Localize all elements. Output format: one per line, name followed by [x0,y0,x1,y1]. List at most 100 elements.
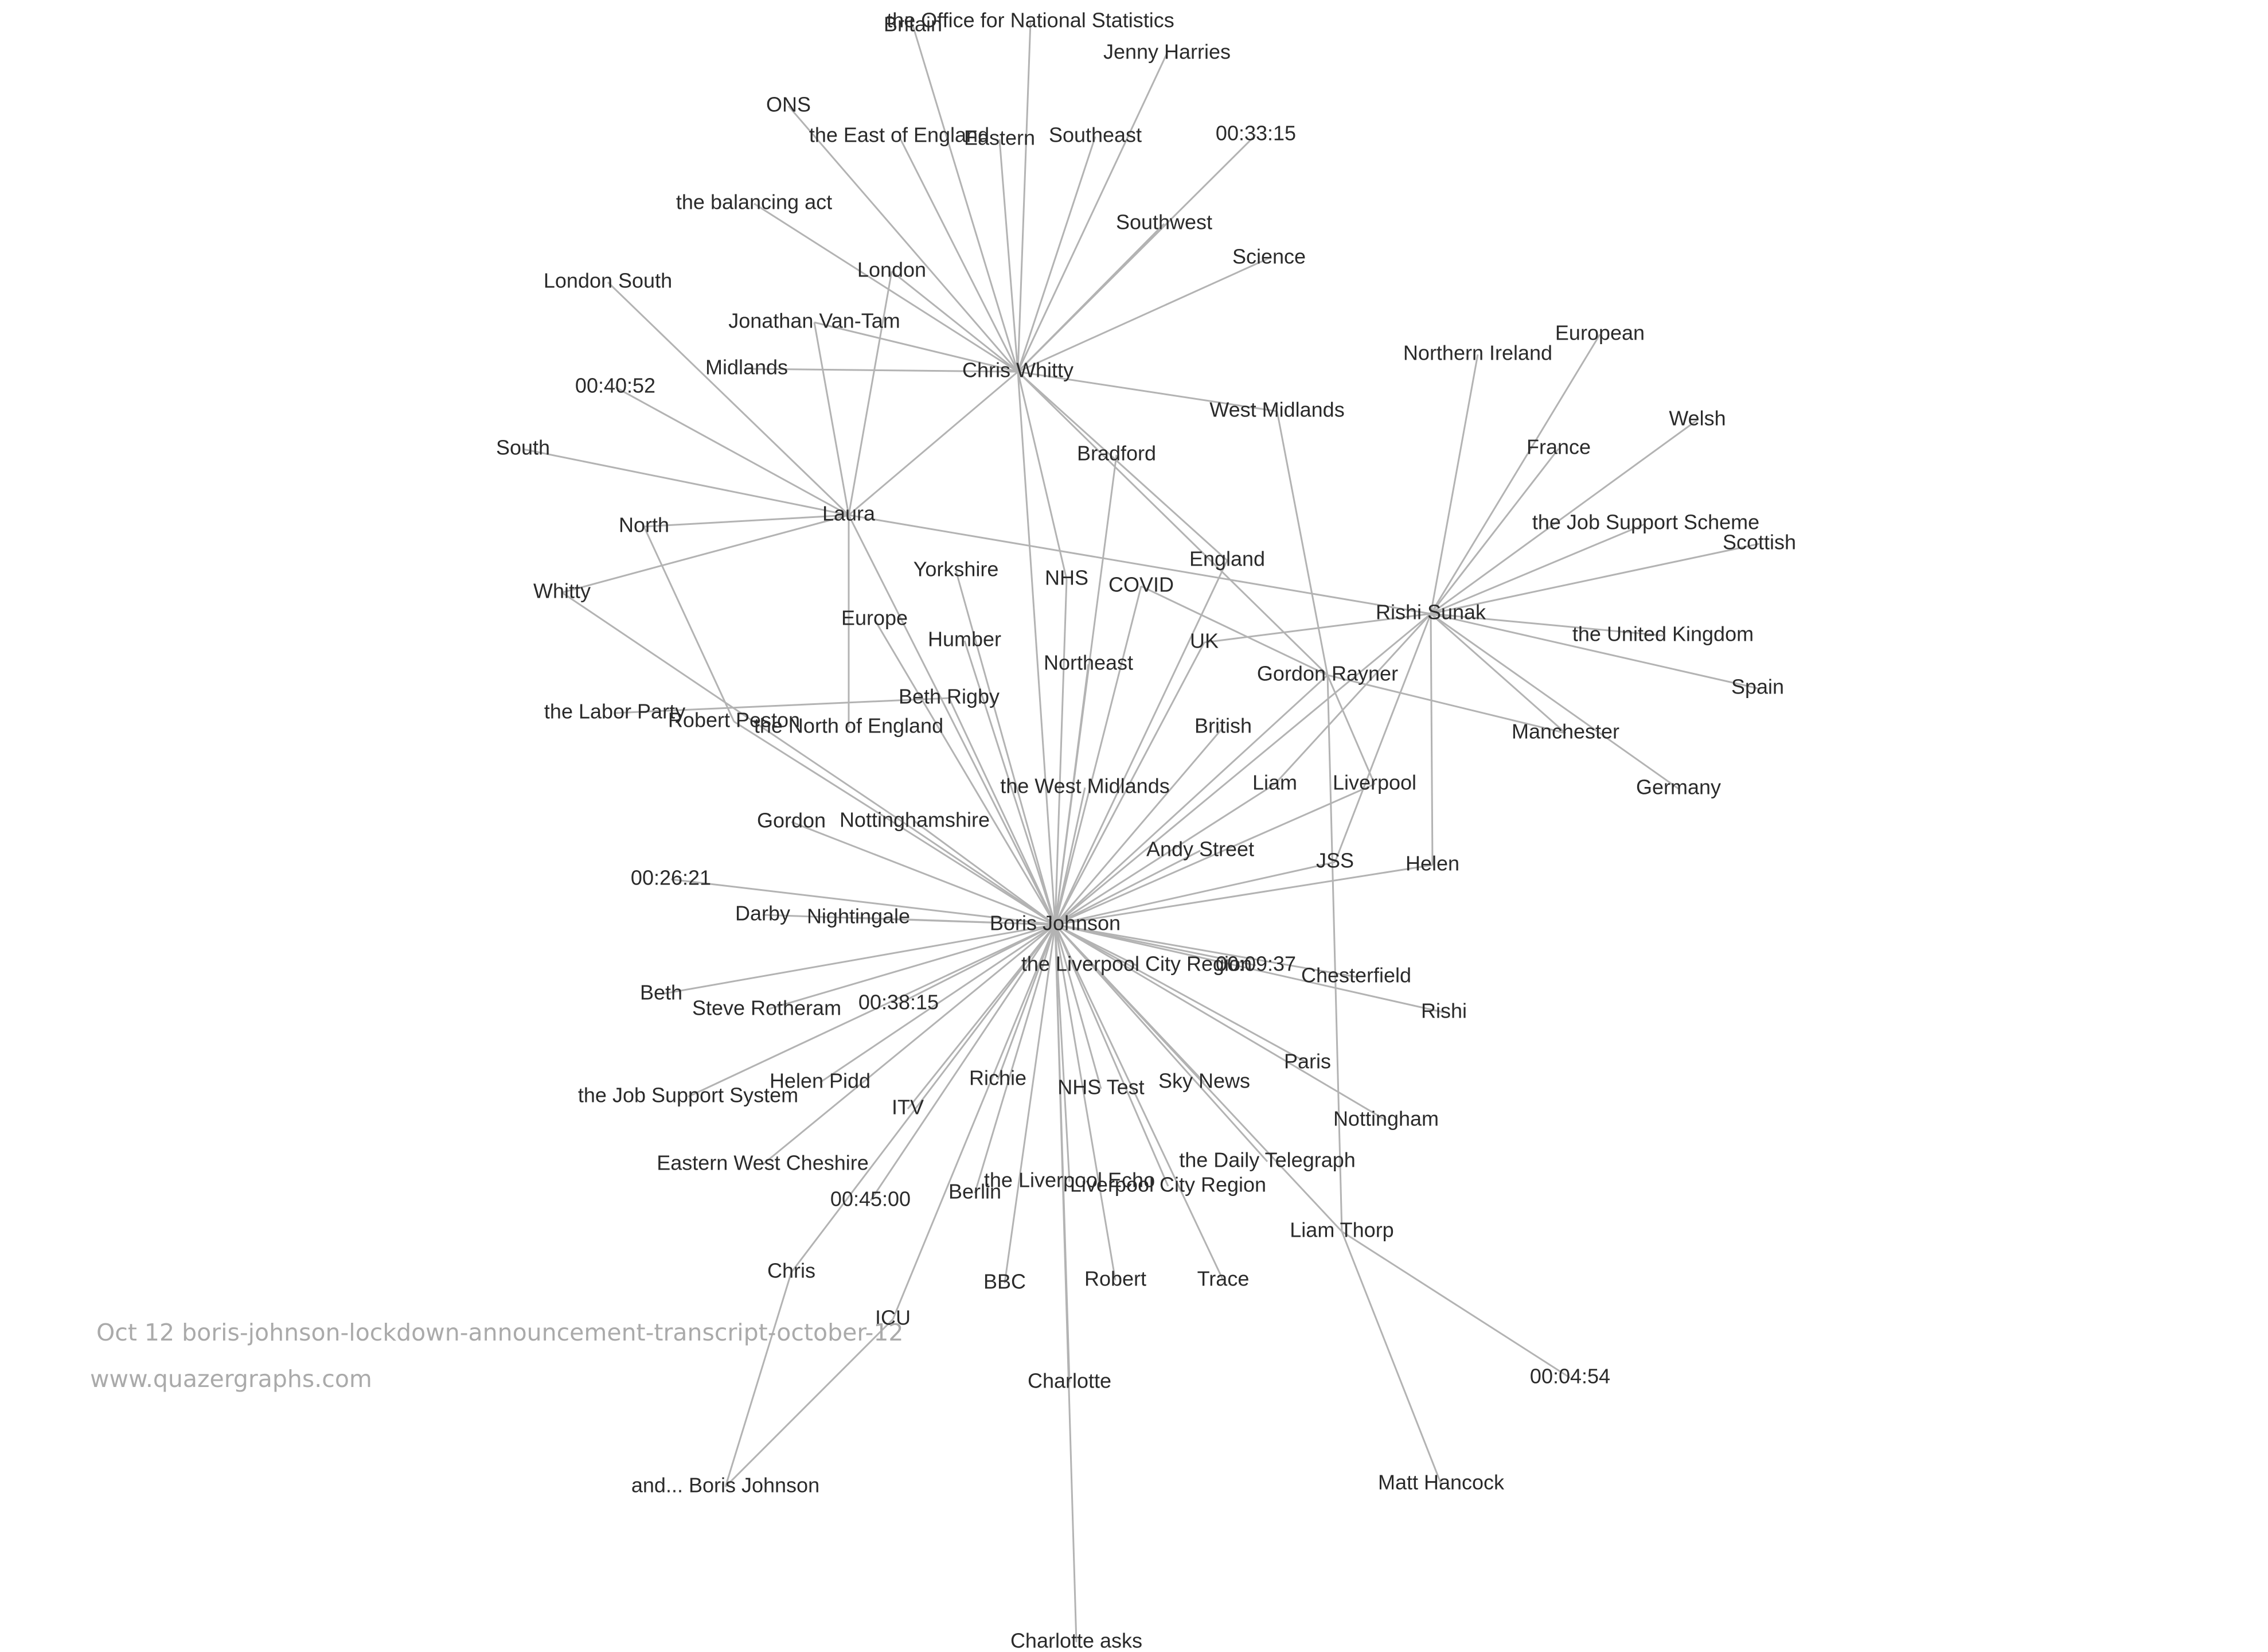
edge-gr-westmid [1276,411,1329,676]
edge-cw-southeast [1017,136,1096,372]
edge-bj-yorkshire [955,570,1056,925]
edge-rs-jss [1334,613,1432,863]
edge-laura-bj [848,515,1056,925]
node-bradford: Bradford [1077,442,1156,465]
edge-icu-abj [724,1318,894,1488]
edge-bj-charasks [1054,924,1078,1643]
edge-bj-t3815 [898,924,1056,1005]
edge-bj-jsystem [688,924,1056,1098]
node-humber: Humber [928,628,1001,651]
node-london: London [857,258,926,282]
edge-rs-germany [1430,613,1679,790]
node-midlands: Midlands [705,356,788,379]
node-mhancock: Matt Hancock [1378,1471,1505,1494]
edge-bj-gordon [791,821,1056,926]
node-welsh: Welsh [1669,407,1726,430]
node-robert: Robert [1084,1267,1146,1291]
edge-lt-mhancock [1341,1231,1442,1485]
edge-bj-liverpool [1055,783,1375,926]
node-south: South [496,436,550,459]
edge-cw-eoe [898,136,1019,372]
edge-laura-t4052 [615,386,849,516]
node-bj: Boris Johnson [990,911,1121,935]
edge-bj-icu [892,924,1056,1320]
edge-cw-balancing [754,202,1018,373]
edge-gr-liverpool [1326,675,1376,785]
edge-bj-england [1054,560,1228,925]
edge-cw-midlands [746,368,1018,373]
node-britain: Britain [884,13,942,36]
node-t0454: 00:04:54 [1530,1365,1610,1388]
node-labor: the Labor Party [544,700,685,723]
node-t0937: 00:09:37 [1216,952,1296,976]
edge-layer [522,21,1760,1643]
edge-bj-rishi [1055,924,1445,1014]
edge-laura-london [848,271,893,516]
node-londonsouth: London South [544,269,672,293]
edge-bj-itv [907,924,1056,1109]
edge-laura-jvt [813,322,850,516]
node-beth: Beth [640,981,682,1004]
node-covid: COVID [1108,573,1174,597]
node-laura: Laura [822,502,876,525]
edge-bj-ewc [762,924,1056,1166]
node-dt: the Daily Telegraph [1179,1148,1356,1172]
edge-cw-london [891,270,1018,373]
edge-rs-liam [1274,613,1432,785]
edge-cw-ons [787,106,1019,372]
node-nottingham: Nottingham [1333,1107,1439,1131]
node-skynews: Sky News [1158,1069,1250,1093]
edge-cw-southwest [1017,223,1165,373]
edge-rs-france [1430,448,1560,614]
edge-bj-covid [1054,586,1142,925]
node-ni: Northern Ireland [1403,341,1552,365]
node-jvt: Jonathan Van-Tam [728,309,900,333]
edge-rs-manchester [1430,613,1566,734]
edge-laura-whitty [561,514,849,594]
node-t2621: 00:26:21 [631,866,711,890]
edge-bj-paris [1055,924,1308,1064]
node-europe: Europe [841,606,908,630]
edge-cw-jvt [814,321,1018,373]
edge-bj-richie [997,924,1056,1080]
edge-rpeston-bj [733,720,1056,926]
edge-chris-abj [724,1272,793,1487]
node-european: European [1555,321,1645,345]
node-rpeston: Robert Peston [668,708,800,732]
edge-bj-uk [1054,642,1205,925]
node-cw: Chris Whitty [962,359,1074,382]
edge-cw-eastern [998,139,1019,372]
edge-bj-nhs [1054,579,1068,925]
node-lcr: Liverpool City Region [1070,1173,1266,1197]
node-rishi: Rishi [1421,999,1467,1023]
node-nhstest: NHS Test [1057,1076,1144,1099]
edge-bj-t2621 [670,878,1056,926]
edge-bj-nhstest [1054,924,1102,1089]
edge-bj-astreet [1055,850,1201,926]
node-tuk: the United Kingdom [1572,622,1754,646]
node-notts: Nottinghamshire [840,808,990,832]
edge-bj-europe [873,619,1056,925]
edge-bj-lt [1054,924,1343,1233]
edge-cw-england [1017,371,1228,562]
node-icu: ICU [875,1306,911,1330]
node-yorkshire: Yorkshire [914,558,999,581]
edge-bj-chris [790,924,1056,1273]
node-berlin: Berlin [948,1180,1001,1203]
node-echo: the Liverpool Echo [984,1168,1155,1192]
edge-cw-ons_full [1017,21,1032,372]
edge-bj-lcr [1054,924,1169,1187]
node-southeast: Southeast [1049,123,1142,147]
node-abj: and... Boris Johnson [631,1474,819,1497]
edge-bj-hpidd [819,924,1056,1084]
node-jh: Jenny Harries [1103,40,1231,64]
node-british: British [1194,714,1252,738]
node-t3315: 00:33:15 [1216,122,1296,145]
node-charasks: Charlotte asks [1010,1629,1142,1652]
node-richie: Richie [969,1066,1026,1090]
node-charlotte: Charlotte [1028,1369,1111,1393]
edge-cw-jh [1017,53,1168,372]
edge-north-rpeston [643,526,735,722]
node-nightingale: Nightingale [807,905,910,928]
